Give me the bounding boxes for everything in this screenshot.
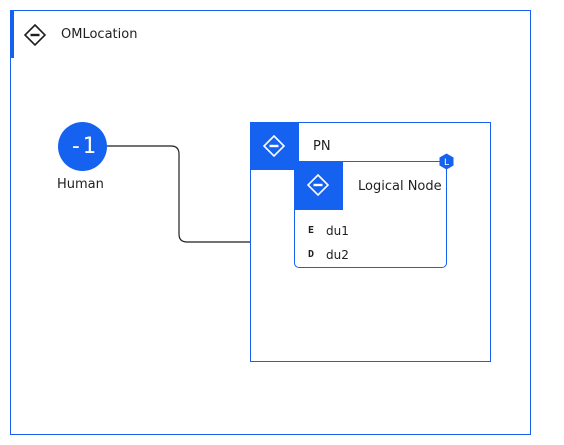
diamond-minus-icon	[24, 24, 46, 46]
logical-node-title: Logical Node	[358, 179, 442, 194]
location-title: OMLocation	[61, 27, 138, 42]
pn-title: PN	[313, 139, 331, 154]
attribute-prefix: E	[308, 225, 315, 236]
attribute-prefix: D	[308, 249, 315, 260]
attribute-name[interactable]: du1	[326, 224, 349, 238]
hexagon-badge-icon: L	[439, 153, 454, 170]
diamond-minus-icon	[263, 135, 285, 157]
attribute-name[interactable]: du2	[326, 248, 349, 262]
badge-label: L	[444, 158, 449, 168]
location-accent-bar	[10, 10, 14, 58]
human-actor-node[interactable]: -1	[58, 122, 107, 171]
human-actor-label: Human	[57, 177, 104, 192]
diamond-minus-icon	[307, 174, 329, 196]
